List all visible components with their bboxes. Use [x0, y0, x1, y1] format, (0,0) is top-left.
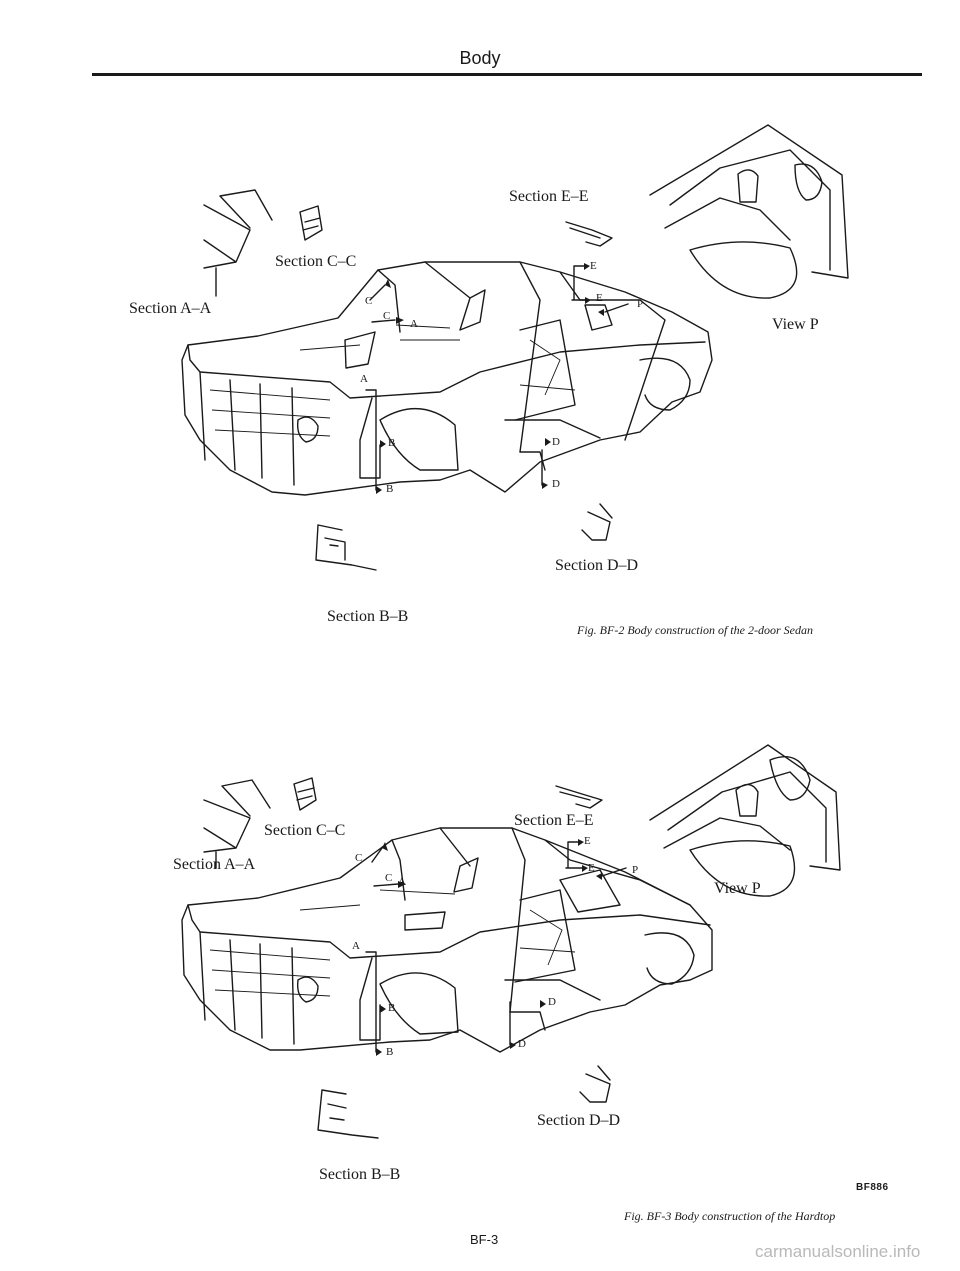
- figure1-marker-d-1: D: [552, 436, 560, 448]
- figure2-section-ee-label: Section E–E: [514, 812, 594, 829]
- header-rule: [92, 73, 922, 76]
- figure1-section-bb-label: Section B–B: [327, 608, 409, 625]
- figure2-marker-b-2: B: [386, 1046, 394, 1058]
- figure1-marker-p: P: [637, 298, 644, 310]
- figure2-section-dd-label: Section D–D: [537, 1112, 621, 1129]
- sedan-body-shell-illustration: [181, 124, 849, 571]
- figure2-marker-d-2: D: [518, 1038, 526, 1050]
- figure1-section-ee-label: Section E–E: [509, 188, 589, 205]
- figure2-caption: Fig. BF-3 Body construction of the Hardt…: [624, 1209, 836, 1223]
- page-number: BF-3: [470, 1232, 499, 1247]
- figure2-view-p-label: View P: [714, 880, 761, 897]
- figure2-marker-b-1: B: [388, 1002, 396, 1014]
- figure2-drawing-code: BF886: [856, 1182, 889, 1193]
- figure2-marker-c-1: C: [355, 852, 363, 864]
- figure1-caption: Fig. BF-2 Body construction of the 2-doo…: [577, 623, 813, 637]
- figure1-marker-a-1: A: [410, 318, 418, 330]
- figure2-section-aa-label: Section A–A: [173, 856, 256, 873]
- figure1-marker-e-1: E: [590, 260, 597, 272]
- page-header: Body: [459, 48, 501, 68]
- figure1-section-aa-label: Section A–A: [129, 300, 212, 317]
- figure1-section-dd-label: Section D–D: [555, 557, 639, 574]
- figure1-marker-c-1: C: [365, 295, 373, 307]
- figure1-marker-a-2: A: [360, 373, 368, 385]
- figure1-marker-b-1: B: [388, 437, 396, 449]
- figure1-view-p-label: View P: [772, 316, 819, 333]
- figure2-marker-e-1: E: [584, 835, 591, 847]
- figure2-marker-c-2: C: [385, 872, 393, 884]
- figure2-marker-d-1: D: [548, 996, 556, 1008]
- figure1-marker-e-2: E: [596, 292, 603, 304]
- figure1-marker-d-2: D: [552, 478, 560, 490]
- figure2-marker-p: P: [632, 864, 639, 876]
- figure1-marker-b-2: B: [386, 483, 394, 495]
- figure2-marker-a-1: A: [398, 876, 406, 888]
- figure1-section-cc-label: Section C–C: [275, 253, 357, 270]
- figure1-marker-c-2: C: [383, 310, 391, 322]
- figure2-section-cc-label: Section C–C: [264, 822, 346, 839]
- figure2-marker-e-2: E: [588, 862, 595, 874]
- watermark: carmanualsonline.info: [755, 1242, 921, 1261]
- figure2-section-bb-label: Section B–B: [319, 1166, 401, 1183]
- figure2-marker-a-2: A: [352, 940, 360, 952]
